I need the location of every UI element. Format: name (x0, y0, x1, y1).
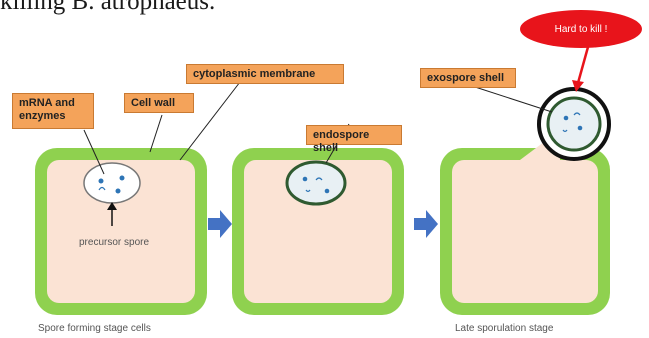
label-endospore-shell: endospore shell (306, 125, 402, 145)
cell-2 (232, 148, 404, 315)
leader-line-exospore (472, 86, 552, 112)
precursor-spore (84, 163, 140, 203)
caption-late-sporulation-stage: Late sporulation stage (455, 323, 553, 334)
hard-to-kill-callout: Hard to kill ! (520, 10, 642, 48)
label-exospore-shell: exospore shell (420, 68, 516, 88)
mrna-dot (564, 116, 569, 121)
process-arrow-1 (208, 210, 232, 238)
label-cell-wall: Cell wall (124, 93, 194, 113)
caption-spore-forming-stage: Spore forming stage cells (38, 323, 151, 334)
mrna-dot (578, 126, 583, 131)
cell-3 (440, 89, 610, 315)
alert-arrow (578, 47, 588, 83)
mrna-dot (120, 176, 125, 181)
mrna-dot (116, 189, 121, 194)
label-mrna-enzymes: mRNA and enzymes (12, 93, 94, 129)
mrna-dot (99, 179, 104, 184)
mrna-dot (303, 177, 308, 182)
process-arrow-2 (414, 210, 438, 238)
cell-3-cytoplasm (452, 160, 598, 303)
cell-1 (35, 148, 207, 315)
mrna-dot (325, 189, 330, 194)
label-precursor-spore: precursor spore (79, 237, 149, 248)
label-cytoplasmic-membrane: cytoplasmic membrane (186, 64, 344, 84)
endospore (287, 162, 345, 204)
leader-line-cell-wall (150, 115, 162, 152)
mature-spore-inner (548, 98, 600, 150)
